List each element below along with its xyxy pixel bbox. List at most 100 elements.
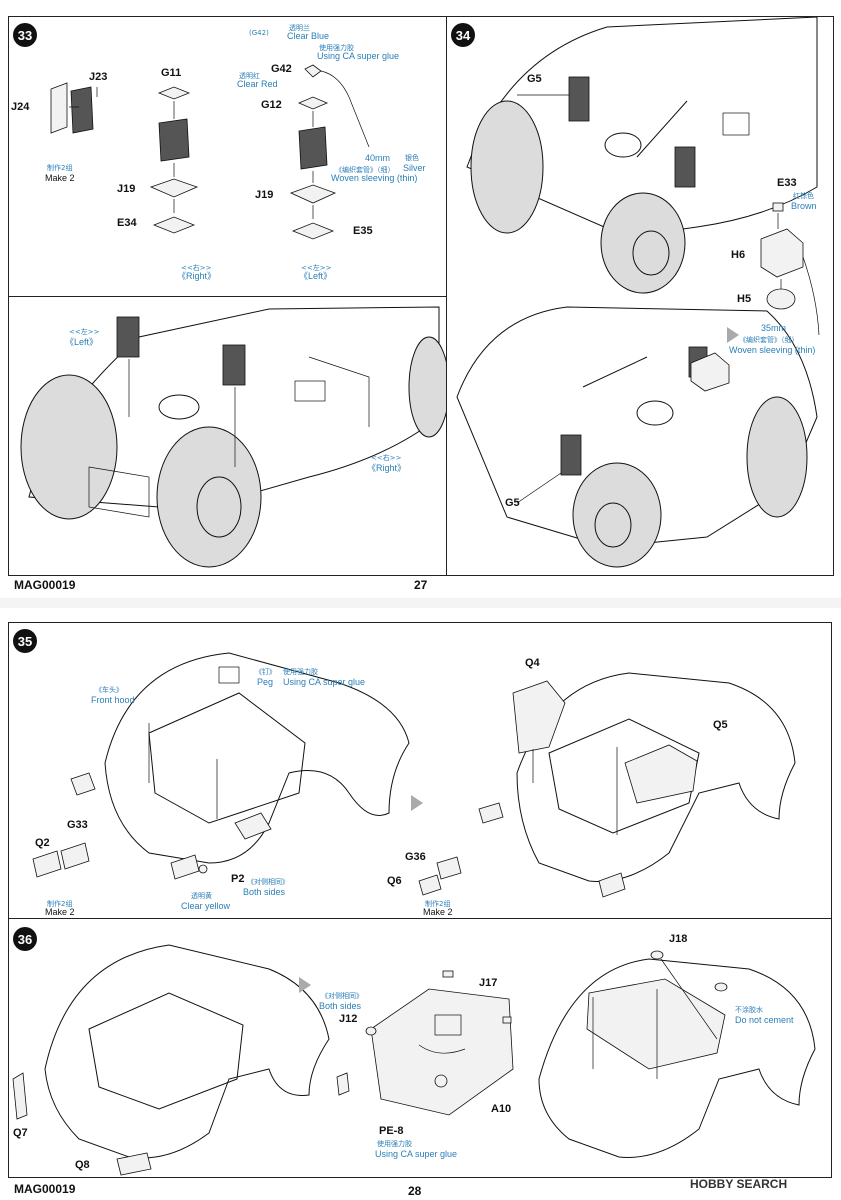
h6-installed bbox=[690, 352, 730, 392]
step-36-number: 36 bbox=[13, 927, 37, 951]
hobby-search-logo: HOBBY SEARCH bbox=[690, 1177, 788, 1191]
step-34-panel: 34 bbox=[446, 16, 834, 576]
left-label: 《Left》 bbox=[299, 271, 333, 281]
step-36-diagram bbox=[12, 944, 816, 1176]
front-hood-zh: 《车头》 bbox=[95, 686, 123, 694]
step35-arrow bbox=[411, 795, 423, 811]
radiator-g5-top bbox=[568, 76, 590, 122]
s35-glue-label: Using CA super glue bbox=[283, 677, 366, 687]
right-zh: <<右>> bbox=[181, 264, 212, 272]
front-hood-left bbox=[104, 652, 410, 864]
g42-part bbox=[304, 64, 322, 78]
q4-part bbox=[512, 680, 566, 754]
j17-part-a bbox=[442, 970, 454, 978]
car-left-zh: <<左>> bbox=[69, 328, 100, 336]
s35-make2b-zh: 制作2组 bbox=[425, 900, 451, 908]
radiator-left bbox=[158, 118, 190, 162]
label-j23: J23 bbox=[89, 71, 108, 83]
clear-blue-zh: 透明兰 bbox=[289, 24, 310, 32]
label-q5: Q5 bbox=[713, 719, 728, 731]
label-j24: J24 bbox=[11, 101, 30, 113]
label-pe8: PE-8 bbox=[379, 1125, 404, 1137]
q2-part-left bbox=[70, 772, 96, 796]
page-code-28: MAG00019 bbox=[14, 1182, 76, 1196]
s35-both-zh: 《对侧相同》 bbox=[247, 878, 289, 886]
glue-zh: 使用强力胶 bbox=[319, 44, 354, 52]
g12-part bbox=[297, 96, 329, 110]
label-h5: H5 bbox=[737, 293, 752, 305]
no-cement-label: Do not cement bbox=[735, 1015, 794, 1025]
label-j18: J18 bbox=[669, 933, 688, 945]
clear-red-zh: 透明红 bbox=[239, 72, 260, 80]
glue-label: Using CA super glue bbox=[317, 51, 400, 61]
g33-part-left bbox=[234, 812, 272, 840]
label-q8: Q8 bbox=[75, 1159, 90, 1171]
step-36-panel: 36 《对侧相同》 Both sides bbox=[8, 918, 832, 1178]
e34-part bbox=[152, 216, 196, 234]
peg-zh: 《钉》 bbox=[255, 668, 276, 676]
step-33-car-panel: <<左>> 《Left》 <<右>> 《Right》 bbox=[8, 296, 448, 576]
label-g5-bottom: G5 bbox=[505, 497, 520, 509]
q7-part bbox=[12, 1072, 28, 1120]
s35-glue-zh: 使用强力胶 bbox=[283, 668, 318, 676]
j12-part bbox=[336, 1072, 350, 1096]
sleeve-len: 40mm bbox=[365, 153, 391, 163]
label-q2: Q2 bbox=[35, 837, 50, 849]
radiator-right bbox=[298, 126, 328, 170]
page-27: 33 J23 J24 G11 bbox=[0, 0, 841, 598]
radiator-g5-bottom bbox=[560, 434, 582, 476]
g36-part bbox=[436, 856, 462, 880]
car-bottom-body bbox=[456, 306, 818, 548]
no-cement-zh: 不涂胶水 bbox=[735, 1006, 763, 1014]
j24-part bbox=[50, 82, 68, 134]
pe8-part bbox=[365, 1026, 377, 1036]
front-tire-right bbox=[156, 426, 262, 568]
page-number-28: 28 bbox=[408, 1184, 422, 1198]
label-a10: A10 bbox=[491, 1103, 512, 1115]
q5-part bbox=[624, 744, 698, 804]
make2-label: Make 2 bbox=[45, 173, 75, 183]
label-g36: G36 bbox=[405, 851, 426, 863]
label-g5-top: G5 bbox=[527, 73, 542, 85]
s35-make2b-label: Make 2 bbox=[423, 907, 453, 917]
page-28: 35 《车头》 bbox=[0, 608, 841, 1200]
hood-lid-open bbox=[586, 978, 726, 1070]
q6-left bbox=[478, 802, 504, 824]
label-j19-right: J19 bbox=[255, 189, 274, 201]
s36-hood-left bbox=[44, 944, 330, 1159]
label-g42: G42 bbox=[271, 63, 292, 75]
step36-arrow bbox=[299, 977, 311, 993]
s36-opening-left bbox=[88, 992, 244, 1110]
label-j12: J12 bbox=[339, 1013, 358, 1025]
sleeve-35-zh: 《编织套管》（细） bbox=[739, 336, 799, 344]
s36-glue-label: Using CA super glue bbox=[375, 1149, 458, 1159]
g42-paren: (G42) bbox=[249, 29, 269, 37]
step-35-diagram bbox=[32, 652, 796, 898]
s35-make2-label: Make 2 bbox=[45, 907, 75, 917]
h5-part bbox=[766, 288, 796, 310]
make2-zh: 制作2组 bbox=[47, 164, 73, 172]
j19-left-part bbox=[149, 178, 199, 198]
left-zh: <<左>> bbox=[301, 264, 332, 272]
peg-label: Peg bbox=[257, 677, 274, 687]
engine-intake bbox=[158, 394, 200, 420]
s36-hood-right bbox=[538, 958, 816, 1158]
clear-red-label: Clear Red bbox=[237, 79, 278, 89]
sleeve-35-len: 35mm bbox=[761, 323, 787, 333]
hood-opening-left bbox=[148, 692, 306, 824]
h6-part bbox=[760, 228, 804, 278]
q8-part bbox=[116, 1152, 152, 1176]
label-h6: H6 bbox=[731, 249, 746, 261]
front-hood-right bbox=[516, 672, 796, 882]
s36-both-zh: 《对侧相同》 bbox=[321, 992, 363, 1000]
p2-part bbox=[198, 864, 208, 874]
label-e34: E34 bbox=[117, 217, 137, 229]
step-33-number: 33 bbox=[13, 23, 37, 47]
label-j17: J17 bbox=[479, 977, 498, 989]
step-34-number: 34 bbox=[451, 23, 475, 47]
brown-zh: 红棕色 bbox=[793, 192, 814, 200]
page-gap bbox=[0, 598, 841, 608]
clear-blue-label: Clear Blue bbox=[287, 31, 330, 41]
label-q4: Q4 bbox=[525, 657, 540, 669]
wheel-hub bbox=[196, 476, 242, 538]
